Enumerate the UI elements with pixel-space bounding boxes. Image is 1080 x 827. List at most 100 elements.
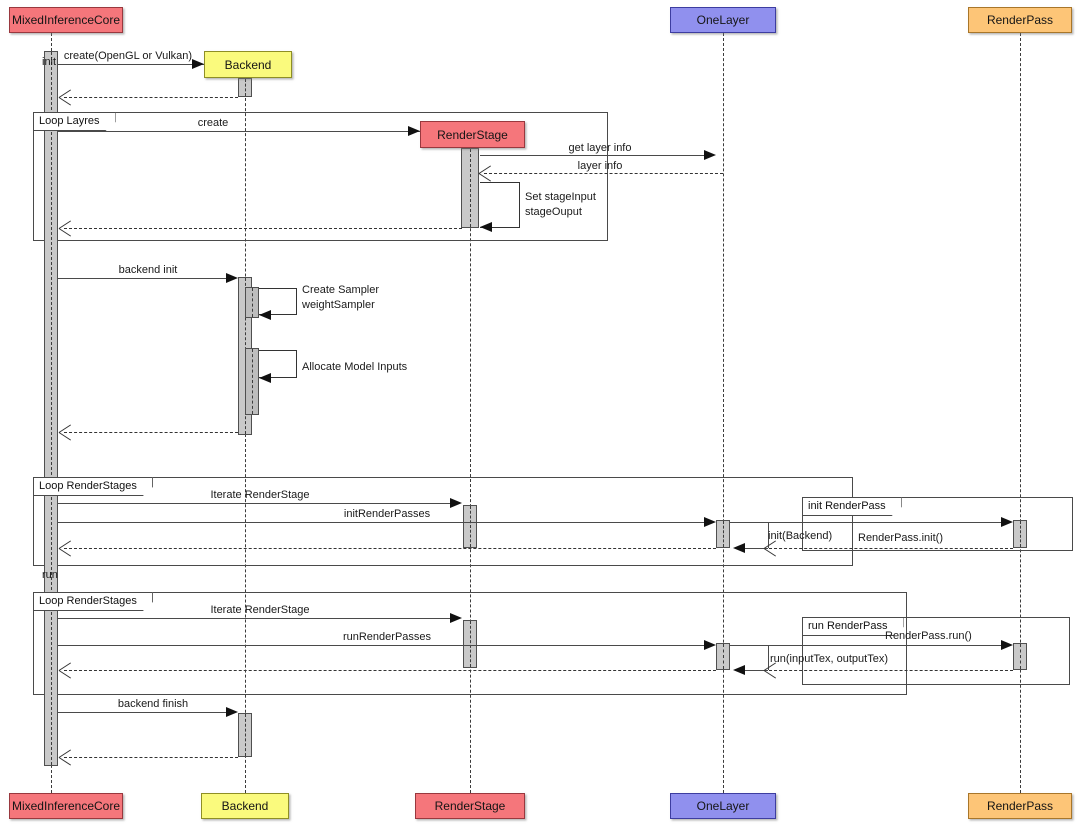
frame-init-renderpass [802, 497, 1073, 551]
reply-init-backend-open-arrowhead [764, 542, 778, 555]
lifeline-renderpass [1020, 33, 1021, 793]
participant-created-backend: Backend [204, 51, 292, 78]
msg-create-backend-label: create(OpenGL or Vulkan) [63, 50, 193, 62]
msg-renderpass-run-arrowhead [1001, 640, 1013, 650]
reply-init-backend-arrowhead [733, 543, 745, 553]
return-backend-finish-arrowhead [59, 751, 73, 764]
participant-bottom-renderpass: RenderPass [968, 793, 1072, 819]
msg-create-renderstage-arrowhead [408, 126, 420, 136]
participant-bottom-onelayer: OneLayer [670, 793, 776, 819]
msg-renderpass-run-label: RenderPass.run() [885, 630, 972, 642]
return-renderstage-line [64, 228, 462, 229]
participant-top-mixedinferencecore: MixedInferenceCore [9, 7, 123, 33]
frame-label-run-renderpass: run RenderPass [802, 617, 904, 636]
msg-create-renderstage-label: create [197, 117, 229, 129]
msg-runrenderpasses-label: runRenderPasses [342, 631, 432, 643]
participant-label: MixedInferenceCore [11, 799, 121, 813]
activation-backend-nested-2 [245, 348, 259, 415]
participant-label: OneLayer [696, 13, 750, 27]
return-initrenderpasses-arrowhead [59, 542, 73, 555]
participant-label: Backend [224, 57, 272, 72]
activation-backend-create [238, 78, 252, 97]
selfmsg-set-stage-label-2: stageOuput [525, 206, 582, 218]
frame-label-loop-renderstages-init: Loop RenderStages [33, 477, 153, 496]
activation-renderstage-init [463, 505, 477, 548]
participant-created-renderstage: RenderStage [420, 121, 525, 148]
msg-renderpass-init-arrowhead [1001, 517, 1013, 527]
return-backend-finish-line [64, 757, 238, 758]
selfmsg-set-stage-label-1: Set stageInput [525, 191, 596, 203]
return-renderstage-arrowhead [59, 222, 73, 235]
participant-top-onelayer: OneLayer [670, 7, 776, 33]
frame-label-loop-layres: Loop Layres [33, 112, 116, 131]
frame-run-renderpass [802, 617, 1070, 685]
msg-layer-info-label: layer info [577, 160, 623, 172]
selfmsg-create-sampler-arrowhead [259, 310, 271, 320]
reply-run-inputtex-seg [745, 670, 768, 671]
lifeline-backend [245, 78, 246, 793]
frame-label-loop-renderstages-run: Loop RenderStages [33, 592, 153, 611]
selfmsg-allocate-inputs-label: Allocate Model Inputs [302, 361, 408, 373]
frame-loop-renderstages-init [33, 477, 853, 566]
activation-renderstage-create [461, 148, 479, 228]
msg-get-layer-info-arrowhead [704, 150, 716, 160]
msg-initrenderpasses-arrowhead [704, 517, 716, 527]
participant-label: RenderPass [986, 13, 1054, 27]
msg-backend-finish-line [58, 712, 226, 713]
participant-top-renderpass: RenderPass [968, 7, 1072, 33]
msg-runrenderpasses-line [58, 645, 704, 646]
reply-init-backend-dline [769, 548, 1013, 549]
msg-get-layer-info-line [480, 155, 704, 156]
selfmsg-create-sampler-label-2: weightSampler [302, 299, 375, 311]
activation-renderpass-init [1013, 520, 1027, 548]
reply-run-inputtex-dline [769, 670, 1013, 671]
activation-renderstage-run [463, 620, 477, 668]
msg-backend-init-line [58, 278, 226, 279]
reply-run-inputtex-vline [768, 645, 769, 670]
participant-label: RenderStage [437, 127, 508, 142]
msg-renderpass-init-line [730, 522, 1001, 523]
return-backend-init-arrowhead [59, 426, 73, 439]
msg-create-renderstage-line [58, 131, 420, 132]
reply-init-backend-seg [745, 548, 768, 549]
selfmsg-allocate-inputs-rect [259, 350, 297, 378]
participant-label: MixedInferenceCore [11, 13, 121, 27]
msg-create-backend-line [58, 64, 204, 65]
selfmsg-set-stage-arrowhead [480, 222, 492, 232]
msg-backend-finish-label: backend finish [117, 698, 189, 710]
participant-bottom-renderstage: RenderStage [415, 793, 525, 819]
msg-iterate-renderstage-init-arrowhead [450, 498, 462, 508]
msg-renderpass-run-line [730, 645, 1001, 646]
activation-onelayer-run [716, 643, 730, 670]
lifeline-onelayer [723, 33, 724, 793]
msg-layer-info-line [484, 173, 723, 174]
participant-bottom-mixedinferencecore: MixedInferenceCore [9, 793, 123, 819]
participant-label: RenderPass [986, 799, 1054, 813]
msg-initrenderpasses-line [58, 522, 704, 523]
selfmsg-create-sampler-label-1: Create Sampler [302, 284, 380, 296]
return-runrenderpasses-arrowhead [59, 664, 73, 677]
selfmsg-set-stage-rect [480, 182, 520, 228]
participant-label: RenderStage [434, 799, 506, 813]
msg-iterate-renderstage-run-arrowhead [450, 613, 462, 623]
msg-backend-finish-arrowhead [226, 707, 238, 717]
return-runrenderpasses-line [64, 670, 716, 671]
return-initrenderpasses-line [64, 548, 716, 549]
msg-renderpass-init-label: RenderPass.init() [858, 532, 943, 544]
msg-iterate-renderstage-run-label: Iterate RenderStage [210, 604, 310, 616]
selfmsg-allocate-inputs-arrowhead [259, 373, 271, 383]
frame-loop-renderstages-run [33, 592, 907, 695]
msg-runrenderpasses-arrowhead [704, 640, 716, 650]
entry-label-run: run [42, 569, 58, 581]
reply-init-backend-vline [768, 522, 769, 548]
activation-mixedinferencecore [44, 51, 58, 766]
msg-iterate-renderstage-run-line [58, 618, 450, 619]
reply-run-inputtex-label: run(inputTex, outputTex) [770, 653, 889, 665]
activation-backend-nested-1 [245, 287, 259, 318]
selfmsg-create-sampler-rect [259, 288, 297, 315]
activation-renderpass-run [1013, 643, 1027, 670]
frame-label-init-renderpass: init RenderPass [802, 497, 902, 516]
msg-get-layer-info-label: get layer info [568, 142, 632, 154]
return-backend-init-line [64, 432, 238, 433]
